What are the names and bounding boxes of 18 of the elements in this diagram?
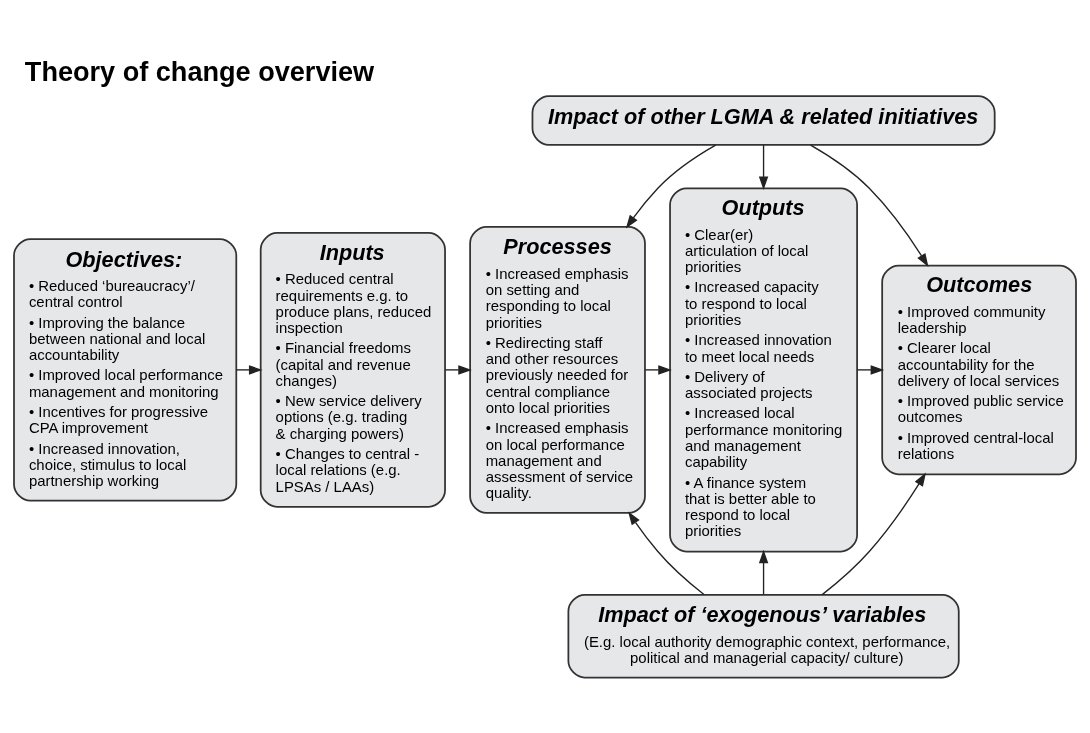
node-box: Objectives: • Reduced ‘bureaucracy’/ central control • Improving the balance between national and local accountability • Improved local performance management and monitoring • Incentives for progressive CPA improvement • Increased innovation, choice, stimulus to local partnership working — [13, 238, 238, 502]
arrow — [856, 365, 885, 375]
arrow — [821, 472, 927, 596]
node-box: Inputs • Reduced central requirements e.g. to produce plans, reduced inspection • Financial freedoms (capital and revenue changes) • New service delivery options (e.g. trading & charging powers) • Changes to central - local relations (e.g. LPSAs / LAAs) — [259, 232, 446, 508]
arrow — [758, 549, 769, 596]
diagram-title: Theory of change overview — [24, 56, 375, 88]
node-box: Outputs • Clear(er) articulation of local priorities • Increased capacity to respond to local priorities • Increased innovation to meet local needs • Delivery of associated projects • Increased local performance monitoring and management capability • A finance system that is better able to respond to local priorities — [669, 187, 858, 553]
node-box: Outcomes • Improved community leadership • Clearer local accountability for the delivery of local services • Improved public service outcomes • Improved central-local relations — [881, 264, 1077, 476]
node-box: Impact of other LGMA & related initiatives — [531, 95, 996, 146]
arrow — [758, 144, 769, 190]
node-box: Processes • Increased emphasis on setting and responding to local priorities • Redirecting staff and other resources previously needed for central compliance onto local priorities • Increased emphasis on local performance management and assessment of service quality. — [469, 226, 646, 514]
node-box: Impact of ‘exogenous’ variables (E.g. local authority demographic context, performance, political and managerial capacity/ culture) — [567, 594, 960, 679]
arrow — [625, 144, 717, 229]
arrow — [444, 365, 472, 375]
arrow — [628, 511, 705, 596]
arrow — [644, 365, 672, 375]
arrow — [235, 365, 263, 375]
arrow — [809, 144, 929, 268]
